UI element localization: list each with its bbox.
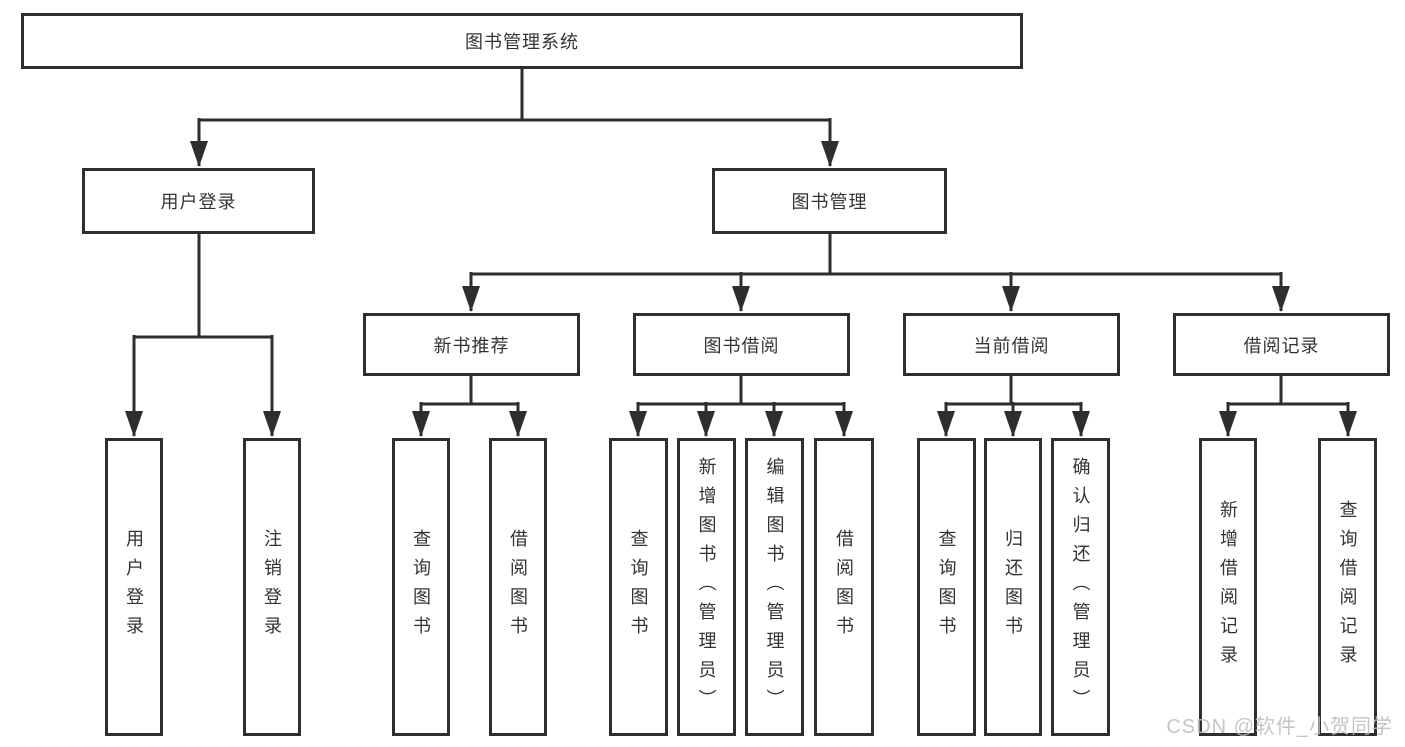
- leaf-borrow-books-borrowing: 借阅图书: [814, 438, 874, 736]
- node-label: 借阅图书: [508, 529, 528, 645]
- node-label: 借阅记录: [1243, 335, 1320, 356]
- leaf-user-login: 用户登录: [105, 438, 163, 736]
- leaf-query-books-recommend: 查询图书: [392, 438, 450, 736]
- leaf-edit-book-admin: 编辑图书（管理员）: [745, 438, 804, 736]
- leaf-logout: 注销登录: [243, 438, 301, 736]
- node-user-login: 用户登录: [82, 168, 315, 234]
- node-label: 归还图书: [1003, 529, 1023, 645]
- leaf-add-borrow-record: 新增借阅记录: [1199, 438, 1257, 736]
- node-label: 图书管理系统: [465, 32, 579, 52]
- node-label: 当前借阅: [973, 335, 1050, 356]
- node-borrowing-records: 借阅记录: [1173, 313, 1390, 376]
- node-label: 查询图书: [411, 529, 431, 645]
- node-label: 查询借阅记录: [1337, 500, 1358, 674]
- node-label: 新书推荐: [433, 335, 510, 356]
- node-label: 借阅图书: [834, 529, 854, 645]
- leaf-add-book-admin: 新增图书（管理员）: [677, 438, 736, 736]
- node-label: 图书管理: [791, 192, 868, 212]
- node-label: 注销登录: [262, 529, 282, 645]
- node-library-management-system: 图书管理系统: [21, 13, 1023, 69]
- node-label: 确认归还（管理员）: [1070, 456, 1091, 718]
- leaf-return-books: 归还图书: [984, 438, 1042, 736]
- node-label: 新增图书（管理员）: [696, 456, 717, 718]
- node-label: 用户登录: [124, 529, 144, 645]
- node-label: 图书借阅: [703, 335, 780, 356]
- node-label: 编辑图书（管理员）: [764, 456, 785, 718]
- node-label: 用户登录: [160, 192, 237, 212]
- leaf-confirm-return-admin: 确认归还（管理员）: [1051, 438, 1110, 736]
- leaf-query-books-borrowing: 查询图书: [609, 438, 668, 736]
- leaf-borrow-books-recommend: 借阅图书: [489, 438, 547, 736]
- csdn-watermark: CSDN @软件_小贺同学: [1166, 716, 1393, 738]
- node-label: 查询图书: [936, 529, 957, 645]
- leaf-query-borrow-record: 查询借阅记录: [1318, 438, 1377, 736]
- leaf-query-books-current: 查询图书: [917, 438, 976, 736]
- node-new-book-recommendation: 新书推荐: [363, 313, 580, 376]
- node-current-borrowing: 当前借阅: [903, 313, 1120, 376]
- node-label: 新增借阅记录: [1218, 500, 1238, 674]
- node-label: 查询图书: [628, 529, 649, 645]
- node-book-management: 图书管理: [712, 168, 947, 234]
- node-book-borrowing: 图书借阅: [633, 313, 850, 376]
